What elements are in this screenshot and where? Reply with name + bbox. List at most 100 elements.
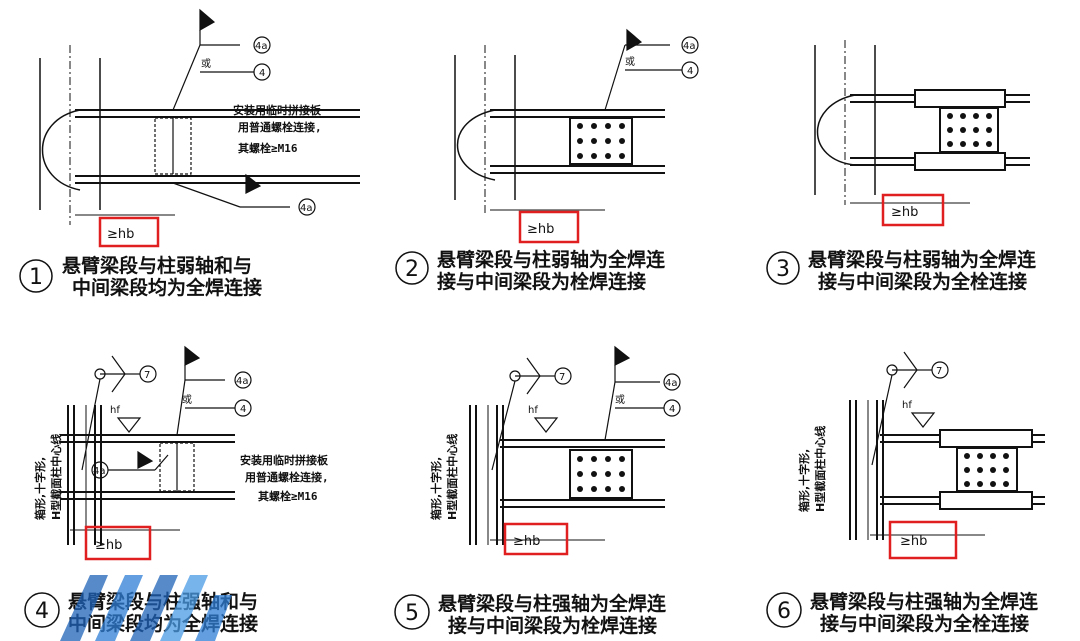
bolt-grid [947,113,992,147]
column-axis-note-1: 箱形,十字形, [33,457,47,520]
dimension-label: ≥hb [900,534,927,549]
panel-number-circle [19,259,53,293]
column-axis-note-2: H型截面柱中心线 [813,426,827,512]
beam-flanges [500,439,665,508]
symbol-4a: 4a [683,41,696,52]
or-label: 或 [625,56,635,68]
symbol-4a-top: 4a [255,41,268,52]
column-weak-axis [814,40,876,205]
dimension-highlight-box [518,210,580,244]
panel-1: ≥hb 安装用临时拼接板 用普通螺栓连接, 其螺栓≥M16 4a 4 或 4a … [19,8,360,299]
caption-line-1: 悬臂梁段与柱弱轴和与 [62,254,252,277]
note-line-1: 安装用临时拼接板 [240,453,329,467]
or-label: 或 [201,58,211,70]
or-label: 或 [182,394,192,406]
fillet-size-label: hf [528,405,538,416]
panel-number: 1 [29,265,43,290]
symbol-7: 7 [936,366,942,377]
fillet-size-label: hf [110,405,120,416]
weld-symbol-mid [91,450,169,479]
dimension-highlight-box [84,525,152,561]
dimension-label: ≥hb [513,534,540,549]
panel-number-circle [766,592,802,628]
bolted-web-plate [956,447,1018,492]
caption-line-2: 中间梁段均为全焊连接 [72,276,262,299]
panel-number: 4 [35,599,49,624]
note-line-3: 其螺栓≥M16 [258,489,318,503]
symbol-4: 4 [259,68,265,79]
bolted-web-plate [939,107,999,153]
fillet-weld-icon [533,417,559,433]
column-axis-note-2: H型截面柱中心线 [445,434,459,520]
symbol-4: 4 [240,404,246,415]
bolt-grid [577,456,625,492]
symbol-4a-top: 4a [236,376,249,387]
bolted-web-plate [569,117,633,165]
caption-line-2: 接与中间梁段为栓焊连接 [437,270,646,293]
note-line-2: 用普通螺栓连接, [245,470,329,484]
panel-number-circle [766,251,800,285]
beam-flanges [75,109,360,184]
column-axis-note-2: H型截面柱中心线 [49,434,63,520]
bolt-grid [577,123,625,159]
note-line-3: 其螺栓≥M16 [238,141,298,155]
panel-number: 6 [777,599,791,624]
web-splice-plate [154,117,192,175]
panel-2: ≥hb 4a 4 或 2 悬臂梁段与柱弱轴为全焊连 接与中间梁段为栓焊连接 [395,28,699,293]
symbol-7: 7 [559,372,565,383]
symbol-4: 4 [687,66,693,77]
fillet-weld-icon [116,417,142,433]
caption-line-1: 悬臂梁段与柱强轴为全焊连 [810,590,1039,613]
dimension-highlight-box [888,520,958,560]
panel-number-circle [395,251,429,285]
dimension-highlight-box [881,193,945,227]
column-strong-axis [67,405,102,545]
panel-5: 箱形,十字形, H型截面柱中心线 ≥hb [394,345,681,637]
symbol-4a-bottom: 4a [300,203,313,214]
bolted-web-plate [569,449,633,499]
weld-symbol [604,345,681,441]
weld-symbol-7 [871,351,949,466]
fillet-weld-icon [910,412,936,428]
caption-line-2: 接与中间梁段为全栓连接 [820,612,1029,635]
panel-6: 箱形,十字形, H型截面柱中心线 ≥hb [766,351,1045,635]
panel-number: 5 [405,601,419,626]
panel-number-circle [24,592,60,628]
dimension-label: ≥hb [527,222,554,237]
weld-symbol-top [176,345,252,436]
dimension-highlight-box [503,522,569,556]
caption-line-1: 悬臂梁段与柱弱轴为全焊连 [808,248,1037,271]
caption-line-1: 悬臂梁段与柱强轴为全焊连 [438,592,667,615]
symbol-4a-mid: 4a [93,466,106,477]
column-strong-axis [469,405,504,545]
column-axis-note-1: 箱形,十字形, [429,457,443,520]
symbol-7: 7 [144,370,150,381]
dimension-label: ≥hb [95,538,122,553]
or-label: 或 [615,394,625,406]
caption-line-1: 悬臂梁段与柱弱轴为全焊连 [437,248,666,271]
note-line-1: 安装用临时拼接板 [233,103,322,117]
fillet-size-label: hf [902,400,912,411]
caption-line-2: 接与中间梁段为全栓连接 [818,270,1027,293]
caption-line-2: 接与中间梁段为栓焊连接 [448,614,657,637]
weld-symbol-7 [81,355,157,471]
bolt-grid [964,453,1009,487]
panel-number: 3 [776,257,790,282]
symbol-4: 4 [669,404,675,415]
caption-line-2: 中间梁段均为全焊连接 [68,612,258,635]
column-weak-axis [39,45,101,225]
weld-symbol-top [172,8,271,111]
weld-symbol [604,28,699,111]
web-splice-plate [159,442,195,492]
column-axis-note-1: 箱形,十字形, [797,449,811,512]
panel-number-circle [394,594,430,630]
column-strong-axis [849,400,884,540]
panel-number: 2 [405,257,419,282]
symbol-4a: 4a [665,378,678,389]
dimension-label: ≥hb [891,205,918,220]
dimension-highlight-box [98,216,160,248]
watermark-logo [60,575,232,641]
panel-4: 箱形,十字形, H型截面柱中心线 ≥hb 安装用临时拼接板 用普通螺栓连接, 其… [24,345,329,641]
weld-symbol-bottom [172,173,316,216]
